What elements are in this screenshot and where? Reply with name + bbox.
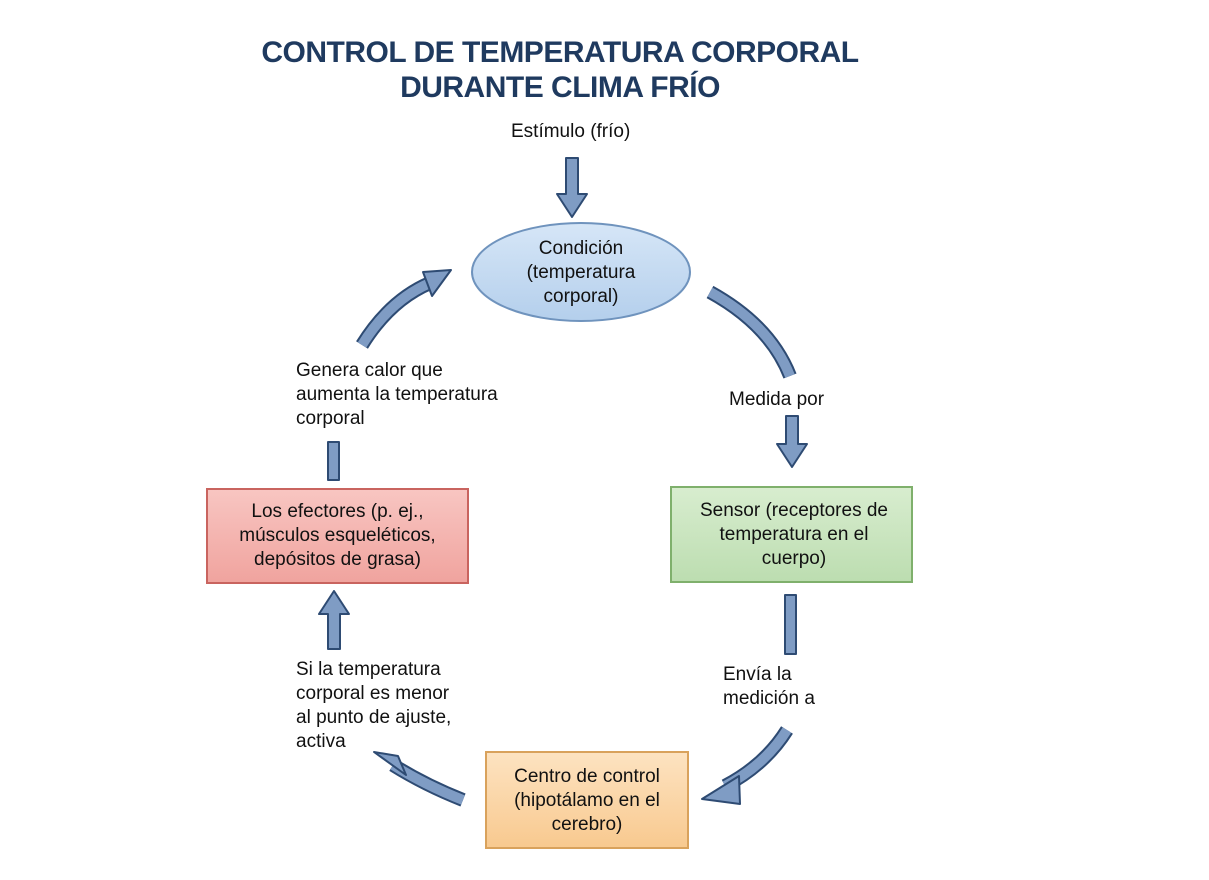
generates-heat-line: corporal: [296, 408, 365, 429]
arrowhead-generates-to-condition: [422, 269, 452, 297]
control-center-node: [485, 751, 689, 849]
activates-label-line: corporal es menor: [296, 683, 450, 704]
generates-heat-label: Genera calor que aumenta la temperatura …: [296, 359, 498, 431]
stimulus-label: Estímulo (frío): [511, 121, 631, 142]
generates-heat-line: Genera calor que: [296, 360, 443, 381]
effectors-label-line: Los efectores (p. ej.,: [251, 501, 424, 522]
arrowhead-sends-to-control: [701, 775, 741, 805]
sends-measurement-label: Envía la medición a: [723, 663, 815, 711]
condition-node: [471, 222, 691, 322]
activates-label-line: Si la temperatura: [296, 659, 441, 680]
bar-effectors-to-generates: [327, 441, 340, 481]
control-center-label-line: Centro de control: [514, 766, 660, 787]
sensor-label-line: Sensor (receptores de: [700, 500, 888, 521]
sensor-node: [670, 486, 913, 583]
arrow-measured-to-sensor: [776, 415, 808, 468]
generates-heat-line: aumenta la temperatura: [296, 384, 498, 405]
control-center-label-line: (hipotálamo en el: [514, 790, 660, 811]
sends-measurement-line: medición a: [723, 688, 815, 709]
arrow-stimulus-to-condition: [556, 157, 588, 218]
condition-label: Condición (temperatura corporal): [481, 237, 681, 309]
control-center-label: Centro de control (hipotálamo en el cere…: [486, 765, 688, 837]
condition-label-line: (temperatura: [526, 262, 636, 283]
condition-label-line: Condición: [538, 238, 624, 259]
activates-label-line: al punto de ajuste,: [296, 707, 452, 728]
arrow-activates-to-effectors: [318, 590, 350, 650]
effectors-label: Los efectores (p. ej., músculos esquelét…: [207, 500, 468, 572]
page-title-line-1: CONTROL DE TEMPERATURA CORPORAL: [261, 36, 859, 69]
effectors-label-line: depósitos de grasa): [254, 549, 421, 570]
measured-by-label: Medida por: [729, 389, 825, 410]
curve-generates-to-condition: [357, 278, 433, 348]
activates-label: Si la temperatura corporal es menor al p…: [296, 658, 451, 754]
activates-label-line: activa: [296, 731, 346, 752]
effectors-node: [206, 488, 469, 584]
curve-condition-to-measured: [707, 287, 795, 378]
bar-sensor-to-sends: [784, 594, 797, 655]
sensor-label-line: temperatura en el: [719, 524, 869, 545]
arrowhead-control-to-activates: [373, 751, 407, 776]
condition-label-line: corporal): [543, 286, 619, 307]
sends-measurement-line: Envía la: [723, 664, 792, 685]
sensor-label-line: cuerpo): [761, 548, 827, 569]
sensor-label: Sensor (receptores de temperatura en el …: [676, 499, 912, 571]
control-center-label-line: cerebro): [551, 814, 623, 835]
page-title-line-2: DURANTE CLIMA FRÍO: [400, 71, 720, 104]
effectors-label-line: músculos esqueléticos,: [239, 525, 436, 546]
